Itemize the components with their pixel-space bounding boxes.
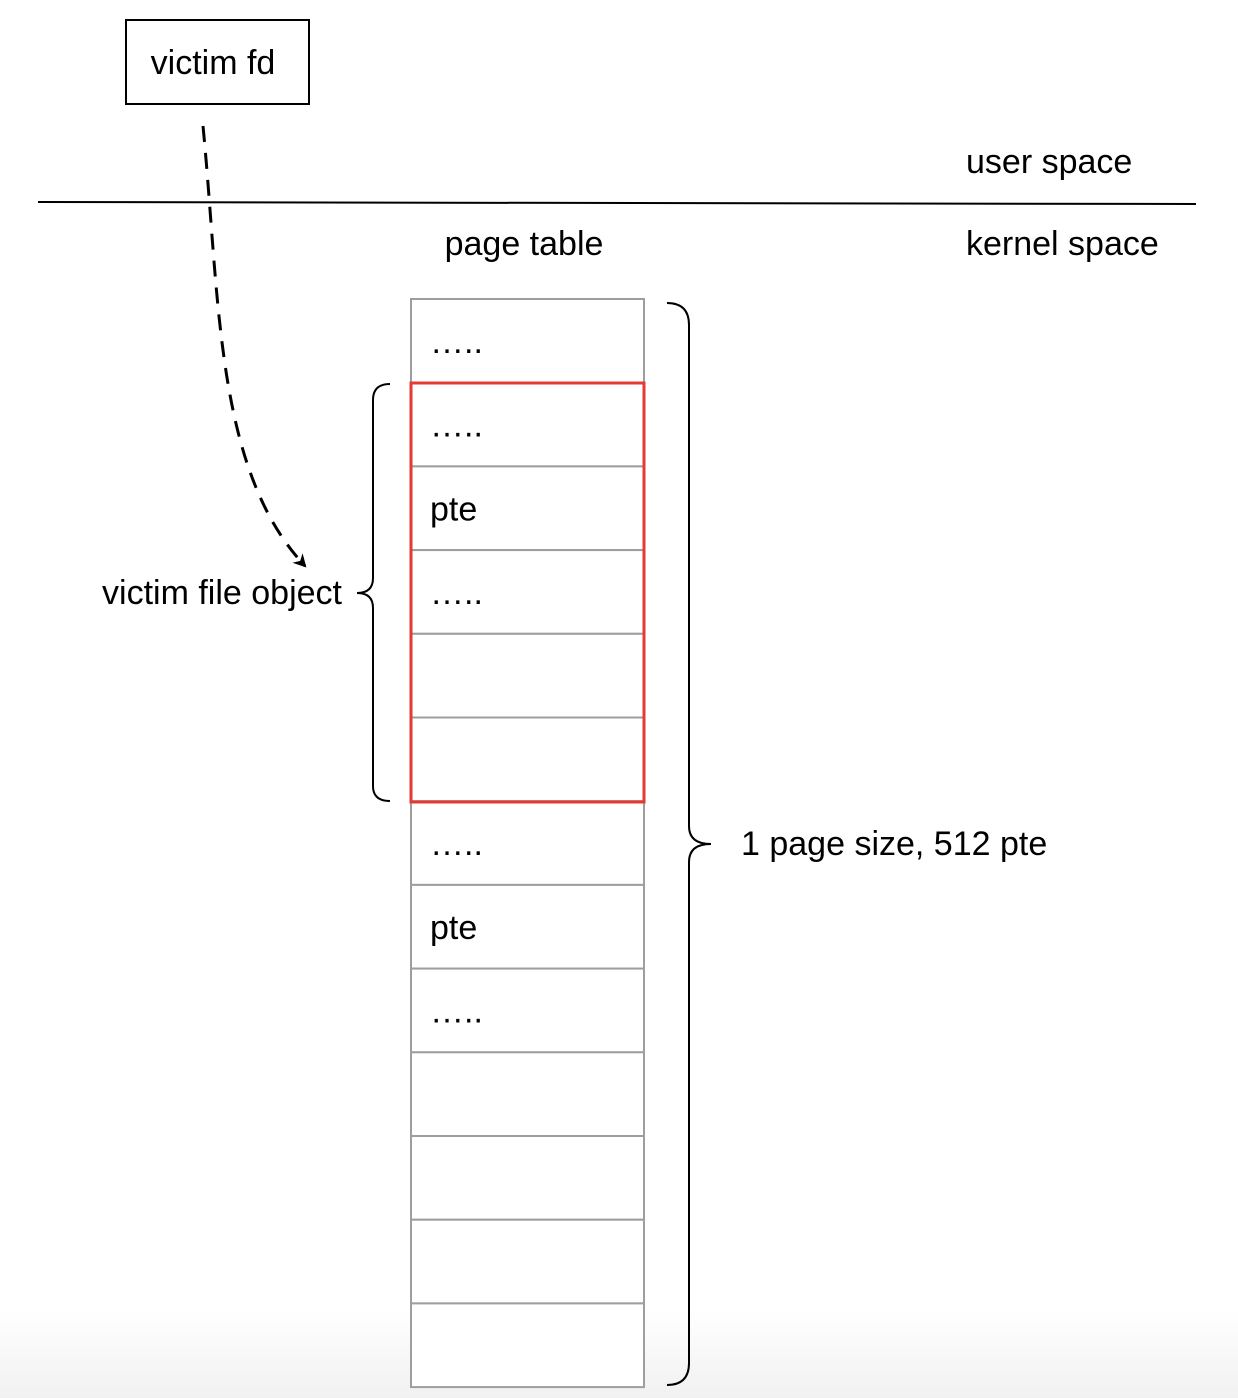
victim-file-object-label: victim file object	[102, 574, 343, 612]
page-table-cell-text: …..	[430, 993, 483, 1031]
page-table-cell	[410, 883, 645, 970]
user-space-label: user space	[966, 143, 1132, 181]
victim-fd-label: victim fd	[151, 44, 276, 82]
page-table: ….. ….. pte ….. ….. pte …..	[410, 298, 645, 1389]
left-brace	[356, 383, 391, 802]
page-table-cell	[410, 632, 645, 719]
page-table-cell	[410, 1218, 645, 1305]
page-table-cell	[410, 1302, 645, 1389]
page-table-cell	[410, 1051, 645, 1138]
page-size-label: 1 page size, 512 pte	[741, 825, 1047, 863]
page-table-cell-text: pte	[430, 909, 477, 947]
right-brace	[666, 302, 712, 1386]
victim-fd-box	[125, 19, 310, 105]
page-table-cell-text: pte	[430, 490, 477, 528]
page-table-cell-text: …..	[430, 323, 483, 361]
space-divider	[37, 201, 1197, 205]
victim-fd-node: victim fd	[125, 19, 310, 105]
page-table-cell	[410, 716, 645, 803]
page-table-cell	[410, 1135, 645, 1221]
kernel-space-label: kernel space	[966, 225, 1159, 263]
page-table-cell-text: …..	[430, 574, 483, 612]
page-table-cell	[410, 298, 645, 384]
page-table-cell	[410, 967, 645, 1054]
page-table-cell	[410, 381, 645, 468]
page-table-cell-text: …..	[430, 825, 483, 863]
victim-file-object-highlight	[409, 381, 646, 804]
dashed-arrow	[201, 125, 307, 568]
page-table-title: page table	[445, 225, 604, 263]
page-table-cell-text: …..	[430, 407, 483, 445]
